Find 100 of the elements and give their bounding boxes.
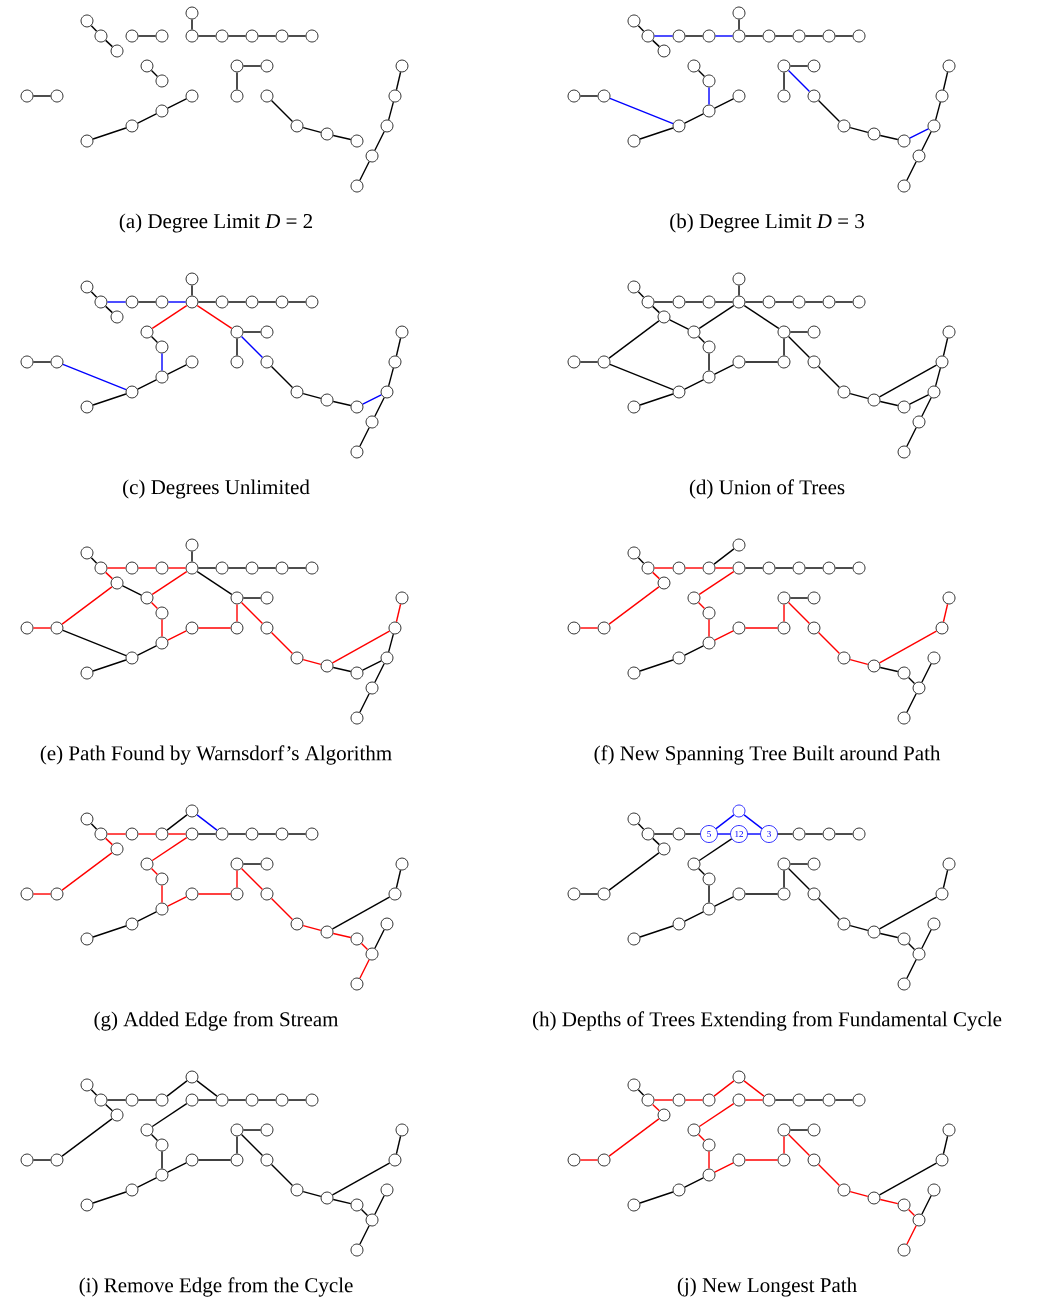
graph-edge <box>137 911 157 922</box>
graph-vertex <box>110 1108 124 1122</box>
graph-edge <box>708 618 710 638</box>
graph-edge <box>906 427 917 447</box>
graph-vertex <box>275 1093 289 1107</box>
graph-edge <box>104 837 114 846</box>
graph-vertex <box>80 1078 94 1092</box>
graph-edge <box>849 392 869 400</box>
graph-edge <box>697 69 706 78</box>
graph-edge <box>167 364 187 375</box>
graph-edge <box>104 571 114 580</box>
graph-vertex <box>260 1123 274 1137</box>
graph-edge <box>61 1118 113 1157</box>
graph-edge <box>651 837 661 846</box>
graph-vertex <box>380 385 394 399</box>
graph-edge <box>191 550 193 563</box>
graph-vertex <box>867 659 881 673</box>
graph-vertex <box>897 1243 911 1257</box>
graph-vertex <box>657 576 671 590</box>
graph-edge <box>744 567 764 569</box>
graph-vertex: 3 <box>760 825 778 843</box>
graph-vertex <box>777 59 791 73</box>
graph-edge <box>161 884 163 904</box>
graph-vertex <box>125 651 139 665</box>
graph-vertex <box>627 666 641 680</box>
graph-edge <box>32 361 52 363</box>
graph-vertex <box>245 1093 259 1107</box>
graph-edge <box>359 1225 370 1245</box>
graph-edge <box>161 1150 163 1170</box>
graph-edge <box>332 134 352 141</box>
graph-vertex <box>94 295 108 309</box>
graph-vertex <box>687 1123 701 1137</box>
graph-edge <box>236 603 238 623</box>
graph-vertex <box>837 651 851 665</box>
graph-edge <box>374 929 385 949</box>
graph-vertex <box>305 561 319 575</box>
graph-vertex <box>597 887 611 901</box>
graph-vertex <box>140 325 154 339</box>
graph-vertex <box>125 295 139 309</box>
graph-edge <box>257 567 277 569</box>
graph-edge <box>804 833 824 835</box>
graph-edge <box>669 319 689 330</box>
graph-vertex <box>155 902 169 916</box>
graph-edge <box>783 603 785 623</box>
graph-edge <box>287 301 307 303</box>
graph-edge <box>166 814 188 831</box>
graph-vertex <box>777 355 791 369</box>
graph-vertex <box>672 827 686 841</box>
graph-edge <box>608 852 660 891</box>
graph-edge <box>196 570 233 596</box>
graph-edge <box>579 361 599 363</box>
graph-vertex <box>567 89 581 103</box>
caption: (a) Degree Limit D = 2 <box>119 213 313 233</box>
graph-vertex <box>125 561 139 575</box>
graph-edge <box>697 335 706 344</box>
graph-edge <box>879 1198 899 1205</box>
graph-edge <box>684 833 701 835</box>
graph-edge <box>684 301 704 303</box>
graph-vertex <box>155 827 169 841</box>
graph-edge <box>717 833 731 835</box>
graph-vertex <box>320 659 334 673</box>
graph-vertex <box>94 1093 108 1107</box>
graph-edge <box>909 394 929 405</box>
graph-edge <box>907 1208 916 1217</box>
graph-edge <box>240 1133 264 1157</box>
graph-edge <box>637 1089 645 1097</box>
graph-vertex <box>305 1093 319 1107</box>
graph-vertex <box>20 89 34 103</box>
graph-edge <box>150 601 159 610</box>
graph-vertex <box>260 1153 274 1167</box>
graph-vertex <box>792 561 806 575</box>
graph-edge <box>878 364 938 398</box>
graph-vertex <box>388 355 402 369</box>
graph-vertex <box>927 119 941 133</box>
caption: (c) Degrees Unlimited <box>123 479 310 499</box>
graph-edge <box>197 1099 217 1101</box>
graph-edge <box>240 867 264 891</box>
graph-vertex <box>702 29 716 43</box>
graph-vertex <box>641 827 655 841</box>
graph-edge <box>774 567 794 569</box>
graph-vertex <box>350 711 364 725</box>
graph-vertex <box>155 872 169 886</box>
graph-edge <box>359 959 370 979</box>
graph-vertex <box>852 827 866 841</box>
graph-vertex <box>155 370 169 384</box>
graph-vertex <box>822 827 836 841</box>
graph-edge <box>104 1103 114 1112</box>
graph-vertex <box>687 59 701 73</box>
graph-vertex <box>350 932 364 946</box>
graph-edge <box>270 365 294 389</box>
graph-edge <box>817 365 841 389</box>
graph-vertex <box>867 1191 881 1205</box>
graph-vertex <box>822 295 836 309</box>
graph-edge <box>579 1159 599 1161</box>
graph-edge <box>708 884 710 904</box>
graph-vertex <box>942 591 956 605</box>
graph-edge <box>774 35 794 37</box>
graph-edge <box>942 603 949 623</box>
caption: (g) Added Edge from Stream <box>94 1011 339 1031</box>
graph-vertex <box>732 804 746 818</box>
